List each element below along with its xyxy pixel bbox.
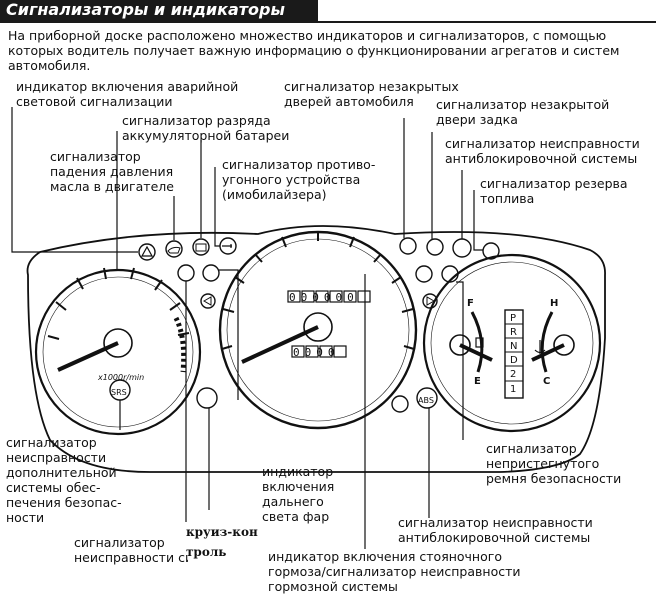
page-title: Сигнализаторы и индикаторы xyxy=(0,0,318,21)
high-beam-icon xyxy=(202,264,220,282)
cruise-light-icon xyxy=(177,264,195,282)
panel-outline xyxy=(26,225,606,473)
fuel-pump-symbol xyxy=(475,337,484,348)
speedo-hub xyxy=(303,312,333,342)
gear-separators xyxy=(505,323,523,382)
top-indicator-row xyxy=(109,237,500,413)
door-open-icon xyxy=(399,237,417,255)
fuel-reserve-icon xyxy=(482,242,500,260)
gear-p: P xyxy=(510,313,517,324)
coolant-symbol xyxy=(534,340,546,354)
check-engine-icon xyxy=(391,395,409,413)
speedo-ticks xyxy=(221,231,415,350)
cruise-button-icon xyxy=(196,387,218,409)
fuel-temp-gauge xyxy=(422,253,602,433)
label-immobilizer: сигнализатор противо-угонного устройства… xyxy=(222,157,376,202)
temp-cold-label: C xyxy=(543,376,551,387)
abs-bottom-icon xyxy=(416,387,438,409)
temp-hub xyxy=(553,334,575,356)
seatbelt-icon xyxy=(441,265,459,283)
oil-pressure-icon xyxy=(165,240,183,258)
fuel-hub xyxy=(449,334,471,356)
tailgate-open-icon xyxy=(426,238,444,256)
turn-left-icon xyxy=(200,293,216,309)
fuel-empty-label: E xyxy=(474,376,481,387)
tacho-unit: x1000r/min xyxy=(98,373,145,382)
title-rule xyxy=(0,21,656,23)
speedo-needle xyxy=(241,325,319,364)
tacho-hub xyxy=(103,328,133,358)
hazard-icon xyxy=(138,243,156,261)
temp-hot-label: H xyxy=(550,298,559,309)
leader-lines xyxy=(11,107,483,549)
trip-box xyxy=(291,345,347,358)
gear-n: N xyxy=(510,341,518,352)
tachometer xyxy=(34,268,202,436)
tacho-redzone xyxy=(173,316,187,373)
abs-top-icon xyxy=(452,238,472,258)
tacho-needle xyxy=(57,341,119,372)
gear-selector xyxy=(504,309,524,399)
fuel-full-label: F xyxy=(467,298,474,309)
odometer-digits: 000000 xyxy=(289,291,359,304)
tacho-ticks xyxy=(47,267,190,340)
abs-badge: ABS xyxy=(418,396,434,405)
speedometer xyxy=(218,230,418,430)
fuel-needle xyxy=(459,343,493,362)
gear-d: D xyxy=(510,355,518,366)
intro-text: На приборной доске расположено множество… xyxy=(8,28,620,73)
odometer-box xyxy=(287,290,371,303)
srs-badge: SRS xyxy=(111,388,127,397)
temp-scale xyxy=(540,311,554,373)
brake-warning-icon xyxy=(415,265,433,283)
fuel-scale xyxy=(470,311,484,373)
turn-right-icon xyxy=(422,293,438,309)
gear-2: 2 xyxy=(510,369,517,380)
trip-digits: 0000 xyxy=(293,346,340,359)
temp-needle xyxy=(531,343,565,362)
gear-1: 1 xyxy=(510,384,517,395)
gear-r: R xyxy=(510,327,517,338)
battery-icon xyxy=(192,238,210,256)
